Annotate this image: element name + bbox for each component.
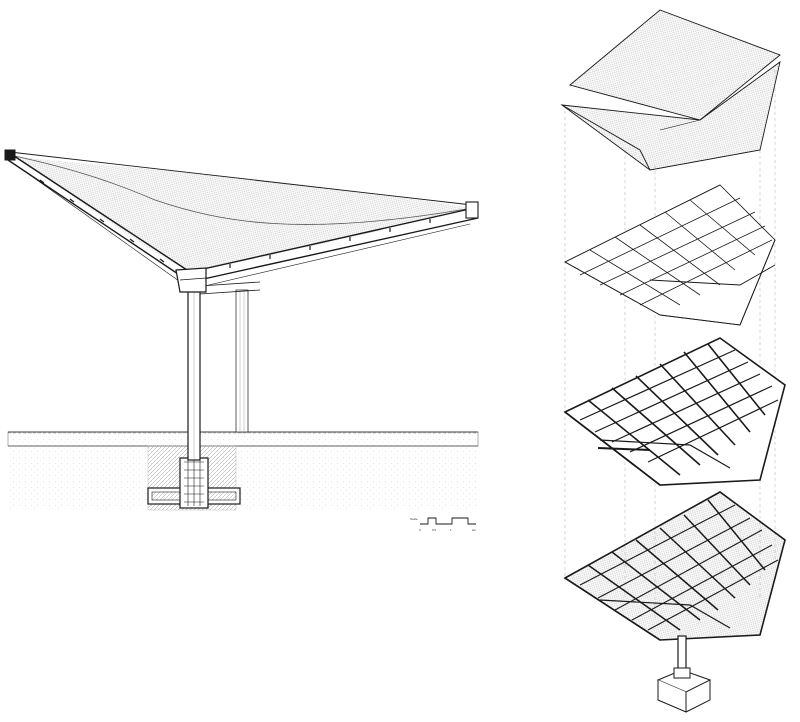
rear-support-post	[199, 281, 261, 433]
right-cantilever-beam	[189, 201, 479, 289]
exploded-axonometric	[560, 9, 786, 713]
scale-bar: Scale 0 0.5 1 2m	[410, 517, 477, 532]
assembled-column	[656, 635, 712, 713]
canopy-membrane-section	[9, 151, 473, 272]
scale-bar-title: Scale	[410, 517, 418, 521]
canopy-section-drawing: Scale 0 0.5 1 2m	[4, 149, 479, 532]
layer-primary-ribs	[563, 337, 786, 486]
column-head-node	[175, 267, 207, 293]
scale-tick-1: 0.5	[432, 528, 437, 532]
scale-tick-2: 1	[450, 528, 452, 532]
layer-secondary-grid	[564, 184, 776, 326]
left-cantilever-beam	[4, 149, 191, 287]
scale-tick-3: 2m	[472, 528, 477, 532]
foundation-footing	[147, 457, 241, 509]
steel-column	[187, 284, 201, 461]
ground-slab	[7, 431, 479, 447]
scale-tick-0: 0	[419, 528, 421, 532]
layer-assembled-canopy	[563, 491, 786, 713]
layer-membrane	[560, 9, 781, 171]
subsoil	[8, 445, 478, 511]
